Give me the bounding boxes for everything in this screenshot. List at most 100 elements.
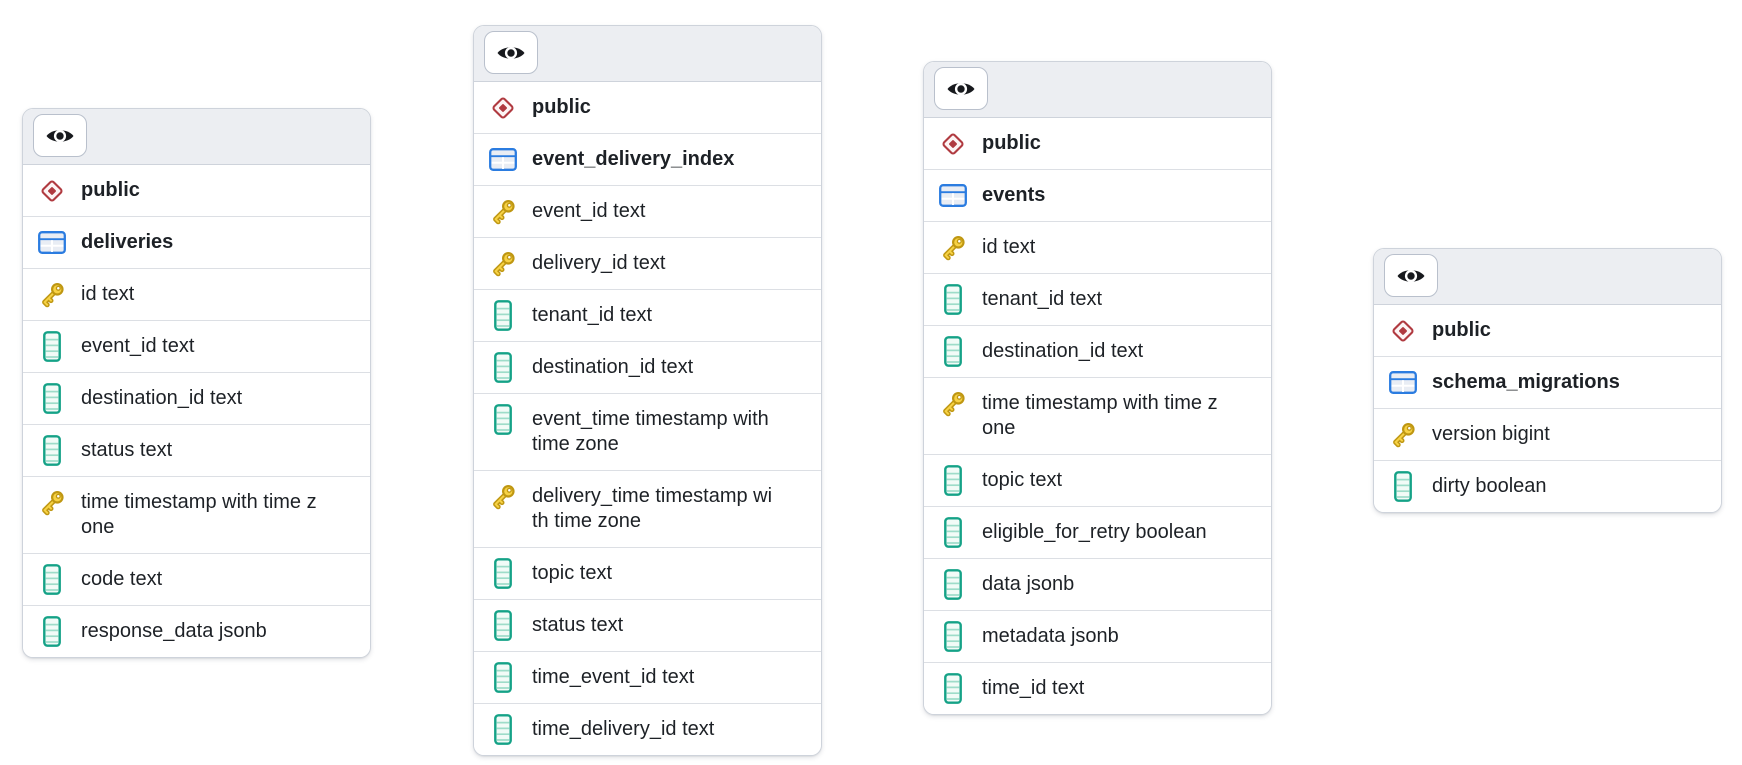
table-name: schema_migrations	[1432, 371, 1620, 393]
column-field-icon	[924, 326, 982, 377]
column-label: id text	[982, 236, 1036, 258]
column-label: metadata jsonb	[982, 625, 1119, 647]
column-row: topic text	[474, 547, 821, 599]
schema-diamond-icon	[23, 165, 81, 216]
column-row: data jsonb	[924, 558, 1271, 610]
column-label: version bigint	[1432, 423, 1550, 445]
column-row: id text	[23, 268, 370, 320]
visibility-eye-icon	[496, 42, 526, 64]
column-row: delivery_id text	[474, 237, 821, 289]
column-row: code text	[23, 553, 370, 605]
card-header	[23, 109, 370, 165]
schema-row: public	[924, 118, 1271, 169]
schema-name: public	[1432, 319, 1491, 341]
schema-name: public	[81, 179, 140, 201]
table-card-deliveries[interactable]: public deliveries id text event_id text dest…	[22, 108, 371, 658]
primary-key-icon	[474, 238, 532, 289]
column-row: event_time timestamp with time zone	[474, 393, 821, 470]
table-grid-icon	[924, 170, 982, 221]
column-field-icon	[23, 554, 81, 605]
column-field-icon	[474, 704, 532, 755]
column-row: status text	[23, 424, 370, 476]
card-header	[474, 26, 821, 82]
visibility-toggle-button[interactable]	[934, 67, 988, 110]
column-label: delivery_id text	[532, 252, 666, 274]
column-label: destination_id text	[81, 387, 243, 409]
column-label: status text	[81, 439, 173, 461]
primary-key-icon	[924, 378, 982, 429]
column-label: dirty boolean	[1432, 475, 1547, 497]
column-row: delivery_time timestamp with time zone	[474, 470, 821, 547]
column-label: eligible_for_retry boolean	[982, 521, 1207, 543]
column-field-icon	[474, 652, 532, 703]
schema-name: public	[982, 132, 1041, 154]
table-name-row: schema_migrations	[1374, 356, 1721, 408]
column-label: time_id text	[982, 677, 1085, 699]
column-row: destination_id text	[23, 372, 370, 424]
column-row: eligible_for_retry boolean	[924, 506, 1271, 558]
table-grid-icon	[474, 134, 532, 185]
card-rows: public event_delivery_index event_id text d…	[474, 82, 821, 755]
column-field-icon	[474, 548, 532, 599]
primary-key-icon	[23, 477, 81, 528]
table-grid-icon	[23, 217, 81, 268]
primary-key-icon	[474, 471, 532, 522]
column-row: time_delivery_id text	[474, 703, 821, 755]
visibility-toggle-button[interactable]	[484, 31, 538, 74]
schema-row: public	[23, 165, 370, 216]
column-label: data jsonb	[982, 573, 1075, 595]
column-row: time_event_id text	[474, 651, 821, 703]
column-label: destination_id text	[532, 356, 694, 378]
column-field-icon	[23, 373, 81, 424]
column-row: tenant_id text	[474, 289, 821, 341]
card-rows: public deliveries id text event_id text dest…	[23, 165, 370, 657]
column-field-icon	[474, 394, 532, 445]
column-label: time_delivery_id text	[532, 718, 715, 740]
column-field-icon	[924, 559, 982, 610]
column-row: topic text	[924, 454, 1271, 506]
primary-key-icon	[1374, 409, 1432, 460]
table-grid-icon	[1374, 357, 1432, 408]
table-card-event_delivery_index[interactable]: public event_delivery_index event_id text d…	[473, 25, 822, 756]
column-label: delivery_time timestamp with time zone	[532, 485, 773, 532]
column-field-icon	[23, 606, 81, 657]
column-row: destination_id text	[474, 341, 821, 393]
column-row: time_id text	[924, 662, 1271, 714]
schema-name: public	[532, 96, 591, 118]
column-field-icon	[23, 321, 81, 372]
column-row: destination_id text	[924, 325, 1271, 377]
schema-row: public	[1374, 305, 1721, 356]
card-header	[1374, 249, 1721, 305]
column-label: time timestamp with time zone	[982, 392, 1218, 439]
column-label: topic text	[982, 469, 1063, 491]
column-field-icon	[23, 425, 81, 476]
column-field-icon	[924, 455, 982, 506]
column-label: event_time timestamp with time zone	[532, 408, 769, 455]
column-row: version bigint	[1374, 408, 1721, 460]
column-label: id text	[81, 283, 135, 305]
column-row: time timestamp with time zone	[924, 377, 1271, 454]
column-row: event_id text	[474, 185, 821, 237]
table-name-row: deliveries	[23, 216, 370, 268]
table-name: event_delivery_index	[532, 148, 735, 170]
column-label: time_event_id text	[532, 666, 695, 688]
card-header	[924, 62, 1271, 118]
visibility-toggle-button[interactable]	[1384, 254, 1438, 297]
table-name: deliveries	[81, 231, 174, 253]
column-row: response_data jsonb	[23, 605, 370, 657]
column-field-icon	[924, 663, 982, 714]
column-row: event_id text	[23, 320, 370, 372]
visibility-toggle-button[interactable]	[33, 114, 87, 157]
table-name-row: events	[924, 169, 1271, 221]
schema-row: public	[474, 82, 821, 133]
primary-key-icon	[474, 186, 532, 237]
column-label: tenant_id text	[532, 304, 653, 326]
visibility-eye-icon	[1396, 265, 1426, 287]
primary-key-icon	[23, 269, 81, 320]
column-field-icon	[924, 274, 982, 325]
